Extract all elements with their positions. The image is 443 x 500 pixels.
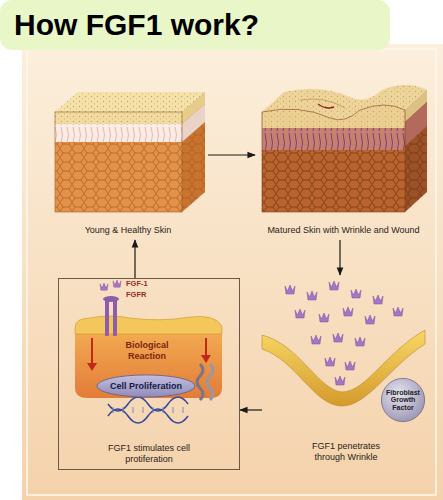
panel-frame: [27, 49, 436, 495]
oval-fill: [97, 375, 195, 397]
fgf-molecule: [351, 289, 361, 298]
penetration-panel: FGF1 penetrates through Wrinkle Fibroblas…: [262, 275, 430, 467]
skin-panel: Matured Skin with Wrinkle and Wound: [255, 78, 432, 240]
matured-skin: [262, 85, 427, 212]
proliferation-oval: Cell Proliferation: [96, 374, 196, 398]
fgf-molecule: [393, 307, 403, 316]
fgf-molecule: [373, 295, 383, 304]
fgf-molecule: [311, 335, 321, 344]
circle-fill: [381, 378, 424, 421]
receptor-label-box: FGFR: [126, 291, 166, 299]
panel-caption: FGF1 stimulates cell protiferation: [89, 443, 209, 465]
fgf-molecule: [319, 313, 329, 322]
reaction-label-box: Biological Reaction: [110, 340, 184, 362]
skin-caption: Matured Skin with Wrinkle and Wound: [267, 225, 419, 236]
flow-arrow: [240, 409, 262, 410]
fgf-molecule: [365, 315, 375, 324]
panel-caption: FGF1 penetrates through Wrinkle: [296, 441, 396, 463]
fgf-molecule: [295, 309, 305, 318]
oval-text: Cell Proliferation: [110, 381, 182, 391]
fgf-molecule: [100, 283, 108, 290]
panel-ground: [22, 44, 443, 500]
flow-arrow: [208, 154, 255, 155]
fgf-molecule: [345, 361, 355, 370]
young-skin: [55, 92, 205, 212]
fgf-molecule: [329, 281, 339, 290]
cell-illustration: [75, 296, 222, 423]
fgf-molecule: [325, 357, 335, 366]
fgf-molecule: [307, 291, 317, 300]
circle-text: Fibroblast Growth Factor: [385, 389, 421, 411]
flow-arrow: [134, 240, 135, 278]
fgf-molecule: [355, 337, 365, 346]
title-bar: How FGF1 work?: [0, 0, 390, 50]
title-text: How FGF1 work?: [14, 8, 259, 41]
fgf-molecule: [285, 285, 295, 294]
fgf-molecule: [335, 376, 345, 385]
mechanism-box: FGF1 stimulates cell protiferation Cell P…: [58, 278, 240, 470]
skin-caption: Young & Healthy Skin: [85, 225, 172, 236]
molecule-label-box: FGF-1: [126, 280, 166, 288]
receptor-label: FGFR: [126, 291, 166, 299]
flow-arrow: [339, 240, 340, 275]
molecule-label: FGF-1: [126, 280, 166, 288]
skin-panel: Young & Healthy Skin: [48, 88, 208, 240]
fgf-molecule: [113, 280, 121, 287]
growth-factor-circle: Fibroblast Growth Factor: [380, 377, 426, 423]
fgf-molecule: [333, 333, 343, 342]
fgf-molecule: [343, 307, 353, 316]
reaction-label: Biological Reaction: [110, 340, 184, 362]
